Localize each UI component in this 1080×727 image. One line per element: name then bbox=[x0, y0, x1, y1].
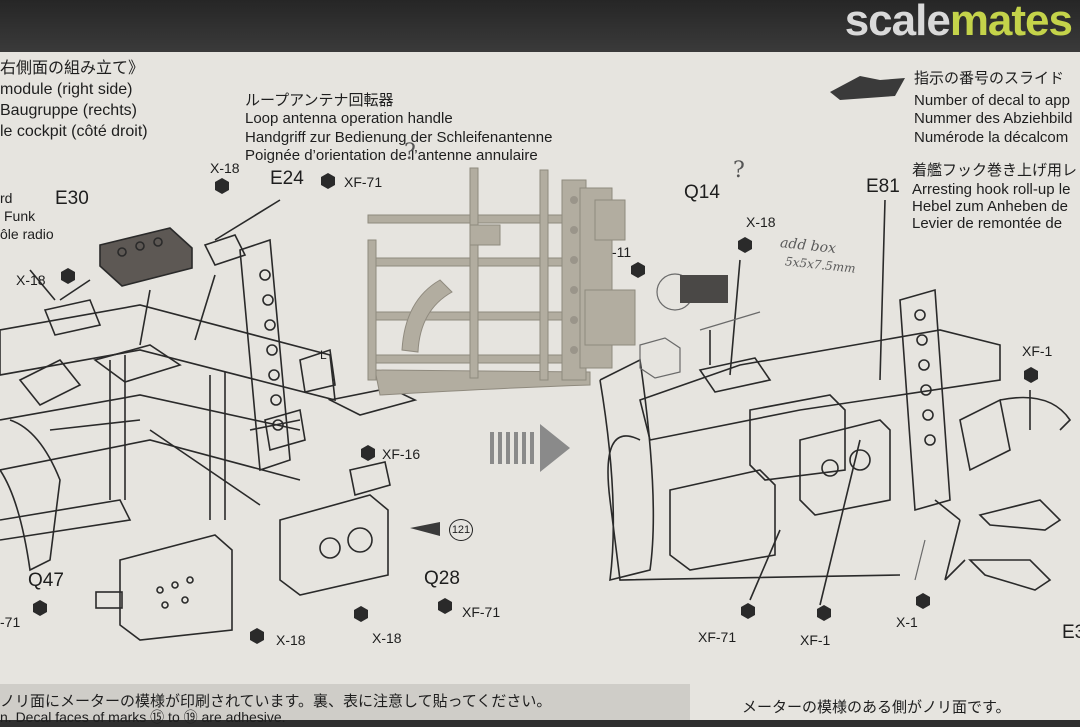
radio-label-3: ôle radio bbox=[0, 226, 54, 242]
hook-header-en: Arresting hook roll-up le bbox=[912, 181, 1071, 198]
footer-jp-2: メーターの模様のある側がノリ面です。 bbox=[742, 699, 1011, 716]
paint-xf1-a: XF-1 bbox=[1022, 343, 1053, 359]
footer-en: n. Decal faces of marks ⑮ to ⑲ are adhes… bbox=[0, 709, 286, 725]
decal-header-jp: 指示の番号のスライド bbox=[914, 70, 1065, 87]
left-header-de: Baugruppe (rechts) bbox=[0, 102, 137, 119]
paint-x18-e: X-18 bbox=[276, 632, 306, 648]
radio-label-2: Funk bbox=[4, 208, 36, 224]
top-band bbox=[0, 0, 1080, 52]
paint-xf71-b: XF-71 bbox=[462, 604, 501, 620]
hook-header-fr: Levier de remontée de bbox=[912, 215, 1063, 232]
decal-header-en: Number of decal to app bbox=[914, 92, 1070, 109]
part-label-e3: E3 bbox=[1062, 622, 1080, 643]
loop-header-jp: ループアンテナ回転器 bbox=[245, 92, 394, 109]
loop-l-marker: L bbox=[320, 348, 327, 362]
loop-header-en: Loop antenna operation handle bbox=[245, 110, 453, 127]
scalemates-watermark: scalemates bbox=[844, 0, 1073, 45]
loop-header-de: Handgriff zur Bedienung der Schleifenant… bbox=[245, 129, 553, 146]
part-label-q14: Q14 bbox=[684, 182, 720, 203]
footer-jp: ノリ面にメーターの模様が印刷されています。裏、表に注意して貼ってください。 bbox=[0, 693, 552, 710]
paint-xf16: XF-16 bbox=[382, 446, 421, 462]
radio-label-1: rd bbox=[0, 190, 13, 206]
part-label-e30: E30 bbox=[55, 188, 89, 209]
part-label-e24: E24 bbox=[270, 168, 304, 189]
paint-xf71-d: XF-71 bbox=[698, 629, 737, 645]
paint-xf71-c: -71 bbox=[0, 614, 21, 630]
decal-number-121: 121 bbox=[449, 519, 473, 541]
paint-x18-c: X-18 bbox=[746, 214, 776, 230]
decal-header-de: Nummer des Abziehbild bbox=[914, 110, 1073, 127]
pencil-question-1: ? bbox=[404, 140, 416, 165]
paint-x1: X-1 bbox=[896, 614, 918, 630]
footer-band bbox=[0, 684, 690, 720]
paint-x18-a: X-18 bbox=[210, 160, 240, 176]
part-label-c11: -11 bbox=[612, 244, 632, 260]
part-label-q47: Q47 bbox=[28, 570, 64, 591]
paint-x18-b: X-18 bbox=[16, 272, 46, 288]
decal-header-fr: Numérode la décalcom bbox=[914, 129, 1069, 146]
part-label-q28: Q28 bbox=[424, 568, 460, 589]
pencil-question-2: ? bbox=[733, 158, 745, 183]
paint-x18-d: X-18 bbox=[372, 630, 402, 646]
left-header-en: module (right side) bbox=[0, 81, 133, 98]
part-label-e81: E81 bbox=[866, 176, 900, 197]
left-header-fr: le cockpit (côté droit) bbox=[0, 123, 148, 140]
paint-xf71-a: XF-71 bbox=[344, 174, 383, 190]
hook-header-de: Hebel zum Anheben de bbox=[912, 198, 1068, 215]
left-header-jp: 右側面の組み立て》 bbox=[0, 60, 145, 77]
loop-header-fr: Poignée d’orientation de l’antenne annul… bbox=[245, 147, 538, 164]
hook-header-jp: 着艦フック巻き上げ用レ bbox=[912, 162, 1078, 179]
paint-xf1-b: XF-1 bbox=[800, 632, 831, 648]
